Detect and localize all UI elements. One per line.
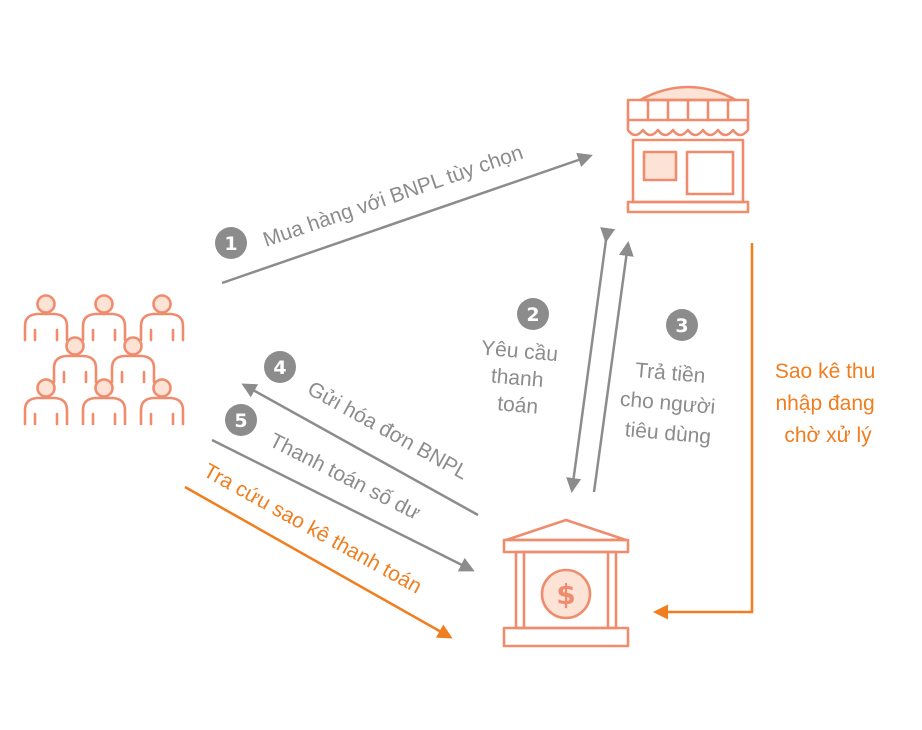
step-3-label: Trả tiền cho người tiêu dùng <box>616 358 724 450</box>
arrow-pending-income <box>653 243 754 620</box>
step-2-badge: 2 <box>517 298 549 330</box>
svg-text:3: 3 <box>675 315 688 337</box>
arrow-pay-balance <box>211 438 475 572</box>
svg-text:2: 2 <box>526 304 539 326</box>
arrow-payment-request <box>566 227 616 493</box>
arrow-purchase <box>221 152 593 285</box>
step-2-label: Yêu cầu thanh toán <box>475 337 564 421</box>
arrow-statement-lookup <box>184 485 453 639</box>
step-1-label: Mua hàng với BNPL tùy chọn <box>260 141 526 252</box>
step-3-badge: 3 <box>666 309 698 341</box>
store-icon <box>626 85 750 214</box>
pending-income-label: Sao kê thu nhập đang chờ xử lý <box>775 360 881 447</box>
step-5-badge: 5 <box>225 404 257 436</box>
svg-text:$: $ <box>556 578 575 611</box>
svg-text:1: 1 <box>224 233 237 255</box>
bank-icon: $ <box>502 518 630 648</box>
arrow-pay-consumer <box>592 241 634 493</box>
svg-text:5: 5 <box>234 410 247 432</box>
step-4-badge: 4 <box>264 351 296 383</box>
arrow-send-invoice <box>241 383 479 517</box>
step-1-badge: 1 <box>215 227 247 259</box>
svg-text:4: 4 <box>273 357 286 379</box>
consumers-group-icon <box>23 294 185 426</box>
